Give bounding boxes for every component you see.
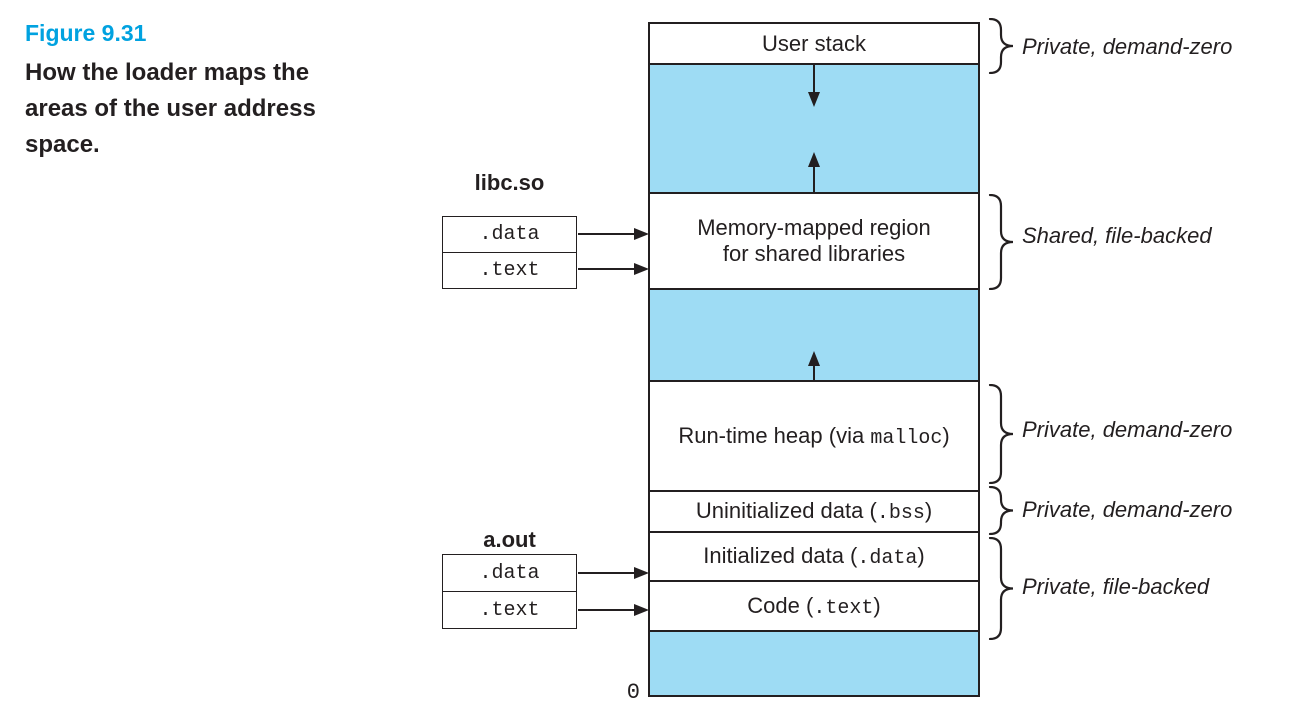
caption-line-2: areas of the user address [25,95,316,122]
user-stack-label: User stack [762,30,866,56]
libc-data-map-arrow-icon [578,228,649,240]
mmap-region-brace [988,194,1014,290]
libc-so-data-section: .data [479,223,540,246]
segment-heap-growth-gap [650,288,978,380]
a-out-data-map-arrow-icon [578,567,649,579]
libc-so-box: .data .text [442,216,577,289]
annotation-user-stack: Private, demand-zero [1022,34,1233,59]
address-zero-label: 0 [626,680,640,705]
uninitialized-data-label: Uninitialized data (.bss) [695,498,933,525]
code-label: Code (.text) [747,592,881,620]
annotation-bss: Private, demand-zero [1022,497,1233,522]
a-out-box: .data .text [442,554,577,629]
a-out-text-map-arrow-icon [578,604,649,616]
a-out-label: a.out [483,527,536,552]
data-code-brace [988,537,1014,640]
figure-caption-text: How the loader maps the areas of the use… [25,55,405,163]
segment-stack-growth-gap [650,63,978,192]
segment-runtime-heap: Run-time heap (via malloc) [650,380,978,490]
a-out-data-section: .data [479,561,540,585]
figure-caption: Figure 9.31 How the loader maps the area… [25,20,405,163]
user-stack-brace [988,18,1014,74]
libc-text-map-arrow-icon [578,263,649,275]
stack-grows-down-arrow-icon [808,65,820,107]
bss-brace [988,486,1014,535]
figure-number: Figure 9.31 [25,20,147,46]
annotation-data-code: Private, file-backed [1022,574,1210,599]
caption-line-1: How the loader maps the [25,59,310,86]
heap-brace [988,384,1014,484]
heap-grows-up-arrow-icon [808,351,820,380]
mmap-grows-up-arrow-icon [808,152,820,192]
segment-memory-mapped-region: Memory-mapped region for shared librarie… [650,192,978,288]
segment-user-stack: User stack [650,24,978,63]
segment-bottom-unmapped-gap [650,630,978,695]
a-out-text-section: .text [443,591,576,628]
caption-line-3: space. [25,131,100,158]
libc-so-text-section: .text [443,252,576,288]
libc-so-label: libc.so [474,170,545,195]
user-address-space-column: User stack Memory-mapped region for shar… [648,22,980,697]
memory-mapped-region-label: Memory-mapped region for shared librarie… [697,215,931,266]
runtime-heap-label: Run-time heap (via malloc) [678,422,950,450]
annotation-mmap-region: Shared, file-backed [1022,223,1212,248]
segment-uninitialized-data: Uninitialized data (.bss) [650,490,978,531]
segment-initialized-data: Initialized data (.data) [650,531,978,580]
initialized-data-label: Initialized data (.data) [703,543,925,570]
segment-code: Code (.text) [650,580,978,630]
annotation-heap: Private, demand-zero [1022,417,1233,442]
